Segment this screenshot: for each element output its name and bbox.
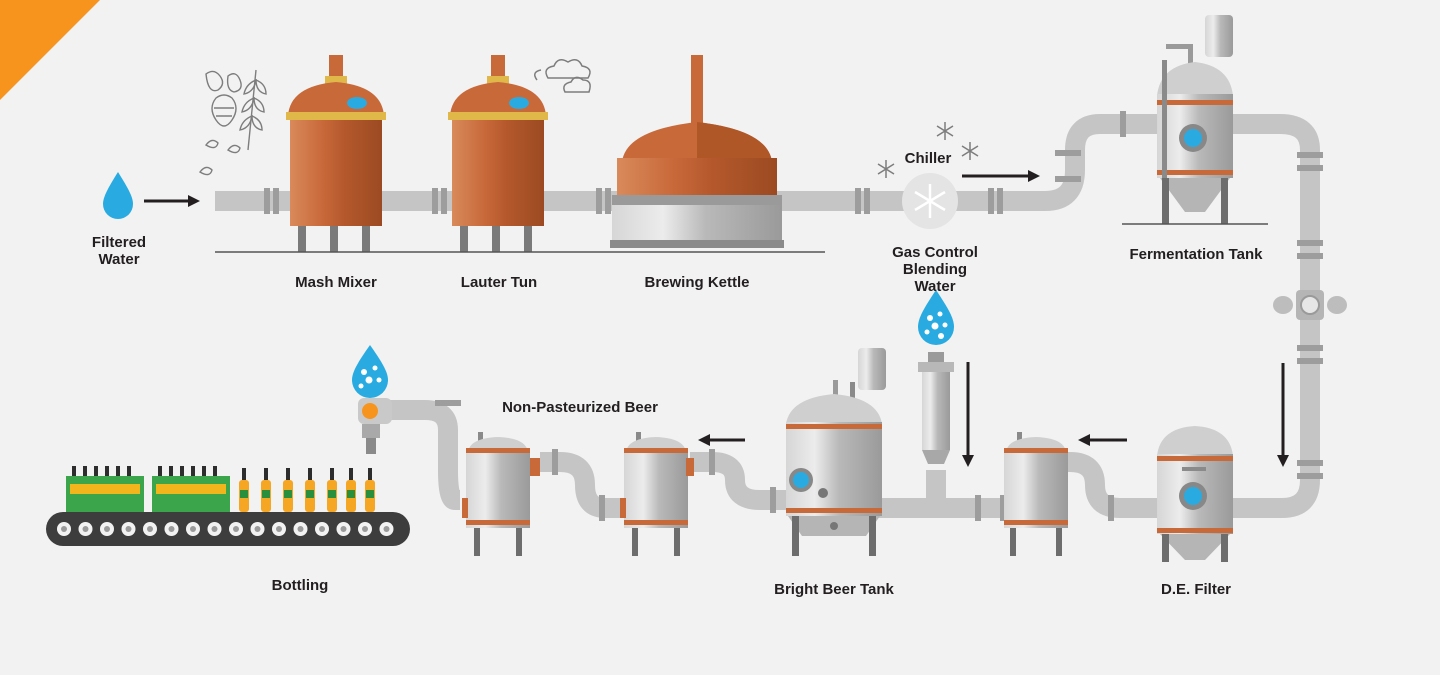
bottle-filler-nozzle <box>358 398 392 454</box>
beer-crate <box>66 466 144 512</box>
conveyor-belt <box>46 512 410 546</box>
conveyor-roller-hub <box>61 526 67 532</box>
conveyor-roller-hub <box>319 526 325 532</box>
bright-beer-tank-vessel <box>786 348 886 556</box>
label-gas-control-blending-water: Gas Control Blending Water <box>892 244 978 295</box>
label-chiller: Chiller <box>904 150 952 167</box>
mash-mixer-vessel <box>286 55 386 252</box>
de-filter-vessel <box>1157 426 1233 562</box>
conveyor-roller-hub <box>297 526 304 532</box>
brewing-kettle-vessel <box>610 55 784 248</box>
label-de-filter: D.E. Filter <box>1160 581 1231 598</box>
gas-control-unit <box>918 352 954 464</box>
conveyor-roller-hub <box>190 526 196 532</box>
holding-tank-vessel <box>1004 432 1068 556</box>
conveyor-roller-hub <box>82 526 89 532</box>
conveyor-roller-hub <box>233 526 239 532</box>
conveyor-roller-hub <box>340 526 347 532</box>
lauter-tun-vessel <box>448 55 548 252</box>
label-fermentation-tank: Fermentation Tank <box>1129 246 1263 263</box>
bubbles-icon <box>924 311 948 339</box>
arrow-right-icon <box>144 195 200 207</box>
water-drop-icon <box>352 345 388 398</box>
conveyor-roller-hub <box>147 526 153 532</box>
fermentation-tank-vessel <box>1157 15 1233 224</box>
arrow-down-icon <box>962 362 974 467</box>
label-non-pasteurized-beer: Non-Pasteurized Beer <box>502 399 658 416</box>
snowflake-icon <box>877 122 979 178</box>
conveyor-roller-hub <box>383 526 390 532</box>
pipe-valve <box>1273 290 1347 320</box>
arrow-right-icon <box>962 170 1040 182</box>
beer-crate <box>152 466 230 512</box>
conveyor-roller-hub <box>104 526 110 532</box>
arrow-left-icon <box>698 434 745 446</box>
conveyor-roller-hub <box>168 526 175 532</box>
water-drop-icon <box>103 172 133 219</box>
pipe-collars <box>264 111 1323 521</box>
conveyor-roller-hub <box>362 526 368 532</box>
conveyor-roller-hub <box>254 526 261 532</box>
arrow-left-icon <box>1078 434 1127 446</box>
non-pasteurized-tank-right <box>620 432 694 556</box>
conveyor-roller-hub <box>125 526 132 532</box>
water-drop-icon <box>918 290 954 345</box>
label-filtered-water: Filtered Water <box>91 234 147 268</box>
beer-bottles <box>239 468 375 512</box>
label-mash-mixer: Mash Mixer <box>295 274 377 291</box>
conveyor-roller-hub <box>211 526 218 532</box>
arrow-down-icon <box>1277 363 1289 467</box>
hops-grain-illustration <box>198 69 267 176</box>
label-bottling: Bottling <box>271 577 329 594</box>
bubbles-icon <box>358 365 382 389</box>
label-bright-beer-tank: Bright Beer Tank <box>774 581 894 598</box>
conveyor-roller-hub <box>276 526 282 532</box>
label-lauter-tun: Lauter Tun <box>460 274 538 291</box>
steam-cloud-icon <box>534 59 591 93</box>
non-pasteurized-tank-left <box>462 432 540 556</box>
label-brewing-kettle: Brewing Kettle <box>644 274 750 291</box>
chiller-unit <box>902 173 958 229</box>
corner-accent <box>0 0 100 100</box>
